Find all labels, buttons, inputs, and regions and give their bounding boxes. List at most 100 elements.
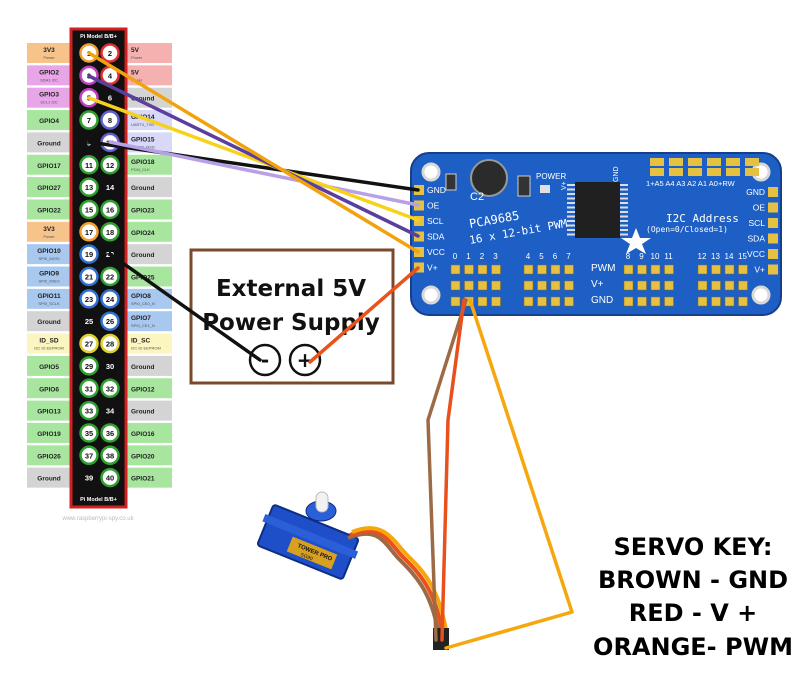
gpio-pin <box>100 378 120 398</box>
gpio-pin-number: 18 <box>106 228 114 237</box>
row-label-vplus: V+ <box>591 279 604 290</box>
gpio-header-title-bottom: Pi Model B/B+ <box>80 497 117 503</box>
gpio-pin-number: 31 <box>85 384 93 393</box>
address-jumper-pad <box>688 158 702 166</box>
gpio-pin-number: 14 <box>106 183 115 192</box>
gpio-label-bg <box>27 311 71 332</box>
gpio-right-label: Ground <box>131 96 154 103</box>
chip-leg <box>620 193 628 195</box>
gpio-left-label: GPIO17 <box>37 163 61 170</box>
gpio-label-bg <box>27 422 71 443</box>
pwm-header-pin <box>650 280 661 291</box>
pwm-header-pin <box>523 264 534 275</box>
gpio-right-label: Ground <box>131 364 154 371</box>
gpio-left-label: ID_SD <box>39 338 58 345</box>
board-right-pin-label: SDA <box>748 234 766 244</box>
board-left-pin-label: VCC <box>427 247 445 257</box>
pwm-channel-label: 8 <box>626 252 631 261</box>
board-right-pin-label: V+ <box>754 265 765 275</box>
gpio-pin-number: 15 <box>85 205 93 214</box>
gpio-label-bg <box>126 288 172 309</box>
gpio-right-label: GPIO15 <box>131 136 155 143</box>
adafruit-star-logo <box>621 228 651 254</box>
gpio-label-bg <box>126 43 172 63</box>
gpio-left-label: 3V3 <box>43 226 55 233</box>
pwm-header-pin <box>650 264 661 275</box>
board-left-pin-label: GND <box>427 185 446 195</box>
pwm-header-pin <box>664 296 674 307</box>
mounting-hole <box>421 162 441 182</box>
gpio-pin <box>79 289 99 309</box>
top-vplus-label: V+ <box>561 181 568 190</box>
servo-key: SERVO KEY: BROWN - GND RED - V + ORANGE-… <box>593 533 793 661</box>
gpio-pin-number: 29 <box>85 362 93 371</box>
gpio-pin-number: 6 <box>108 94 112 103</box>
gpio-right-label: GPIO16 <box>131 431 155 438</box>
gpio-pin-number: 25 <box>85 317 93 326</box>
chip-legs <box>567 184 628 236</box>
board-left-pin-label: OE <box>427 201 440 211</box>
gpio-pin-number: 23 <box>85 295 93 304</box>
address-jumpers <box>650 158 759 176</box>
gpio-pin-number: 26 <box>106 317 114 326</box>
gpio-pin-number: 32 <box>106 384 114 393</box>
gpio-pin <box>79 177 99 197</box>
pwm-channel-label: 5 <box>539 252 544 261</box>
servo-key-line3: ORANGE- PWM <box>593 633 793 661</box>
gpio-right-sublabel: Power <box>131 55 143 60</box>
capacitor <box>470 159 508 197</box>
gpio-label-bg <box>27 132 71 153</box>
positive-terminal-label: + <box>297 348 314 372</box>
gpio-label-bg <box>126 177 172 198</box>
wire-supply-ground <box>108 252 262 362</box>
pwm-header-pin <box>711 264 721 275</box>
board-right-pin-label: OE <box>753 203 766 213</box>
row-label-pwm: PWM <box>591 263 615 274</box>
gpio-pin <box>100 289 120 309</box>
gpio-pin-number: 36 <box>106 429 114 438</box>
pwm-header-pin <box>724 296 735 307</box>
top-gnd-label: GND <box>613 166 620 182</box>
gpio-left-label: Ground <box>37 140 60 147</box>
gpio-right-label: GPIO21 <box>131 476 155 483</box>
chip-leg <box>620 215 628 218</box>
gpio-right-label: Ground <box>131 409 154 416</box>
pwm-header-pin <box>738 296 748 307</box>
pwm-header-pin <box>697 296 708 307</box>
gpio-pin <box>100 445 120 466</box>
pwm-channel-label: 12 <box>698 252 707 261</box>
gpio-label-bg <box>27 266 71 287</box>
gpio-pin-number: 35 <box>85 429 93 438</box>
gpio-right-label: GPIO24 <box>131 230 155 237</box>
gpio-pin-number: 40 <box>106 474 114 483</box>
gpio-label-bg <box>27 244 71 265</box>
wire-servo-brown <box>426 298 468 642</box>
positive-terminal <box>288 343 322 377</box>
chip-leg <box>620 206 628 209</box>
gpio-left-label: GPIO9 <box>39 271 59 278</box>
gpio-label-bg <box>126 422 172 443</box>
pwm-header-pin <box>550 264 561 275</box>
gpio-label-bg <box>126 199 172 220</box>
chip-leg <box>620 188 628 191</box>
pwm-channel-label: 10 <box>651 252 660 261</box>
chip-leg <box>567 202 575 204</box>
gpio-right-label: Ground <box>131 252 154 259</box>
power-supply-line1: External 5V <box>216 276 366 302</box>
gpio-right-sublabel: SPI0_CE0_N <box>131 301 155 306</box>
servo-motor: TOWER PRO SG90 <box>257 491 449 650</box>
pwm-header-pin <box>564 296 574 307</box>
gpio-pin <box>100 222 120 242</box>
pca9685-chip <box>575 182 620 238</box>
pwm-header-pin <box>523 296 534 307</box>
chip-leg <box>567 184 575 186</box>
gpio-left-label: GPIO3 <box>39 92 59 99</box>
pwm-header-pin <box>724 264 735 275</box>
gpio-label-bg <box>126 467 172 488</box>
servo-mount-tab <box>262 513 359 559</box>
chip-leg <box>567 206 575 209</box>
gpio-left-label: GPIO5 <box>39 364 59 371</box>
servo-cable-orange <box>351 526 448 631</box>
gpio-right-label: GPIO7 <box>131 315 151 322</box>
